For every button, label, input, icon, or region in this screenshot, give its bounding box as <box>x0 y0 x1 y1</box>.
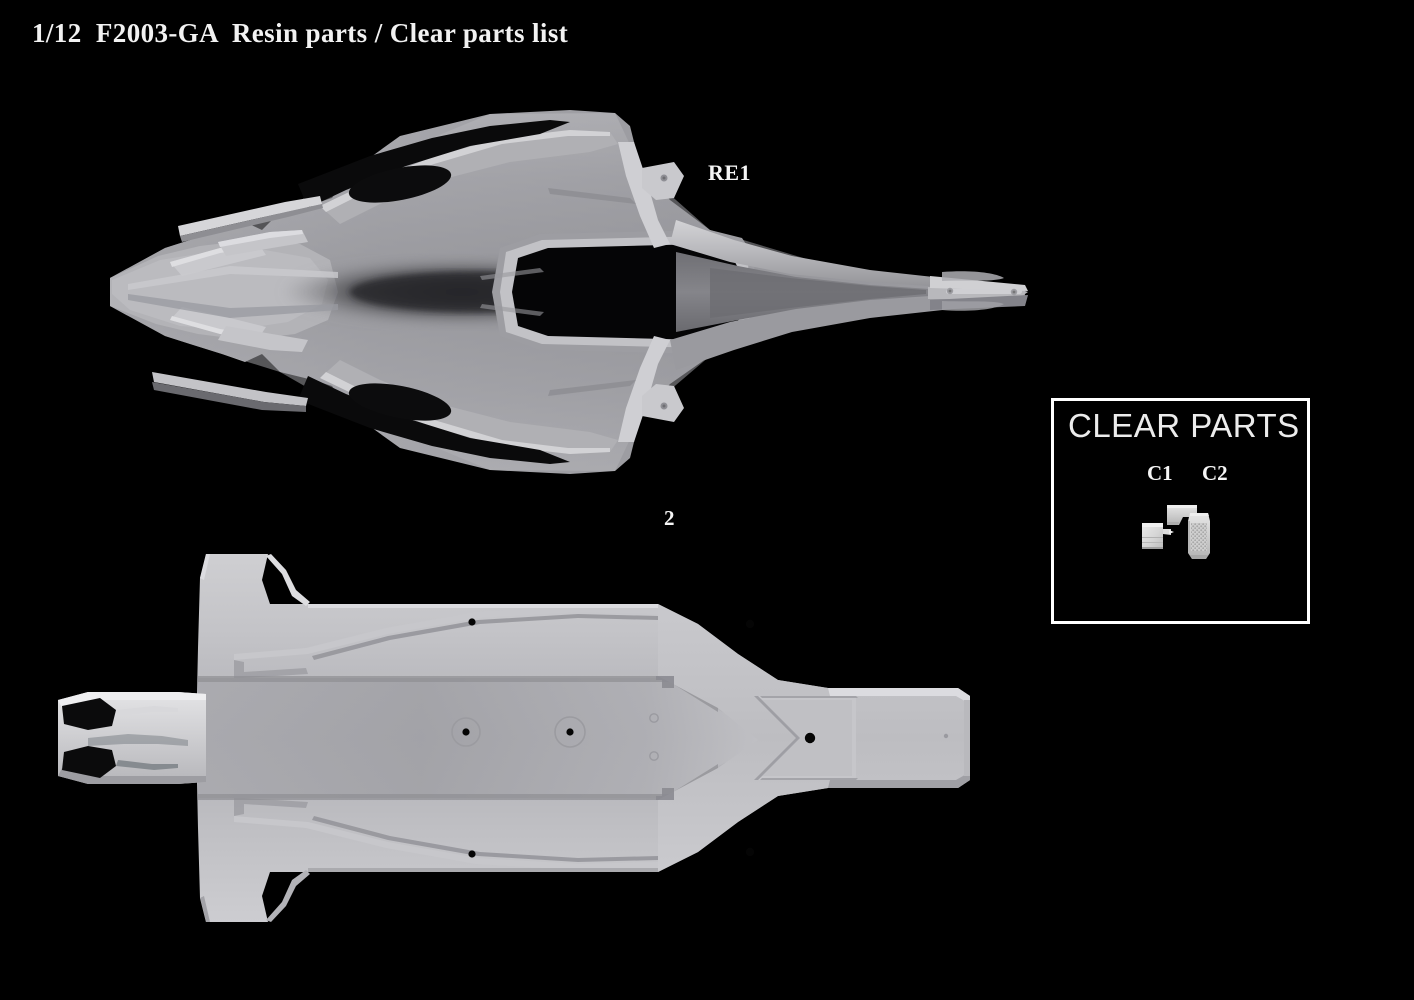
part-label-re1: RE1 <box>708 160 752 185</box>
clear-parts-photo <box>1140 501 1228 563</box>
page-title: 1/12 F2003-GA Resin parts / Clear parts … <box>32 18 569 48</box>
clear-parts-heading: CLEAR PARTS <box>1068 407 1300 444</box>
clear-parts-panel: CLEAR PARTS C1 C2 <box>1051 398 1310 624</box>
resin-part-2-photo <box>58 528 1008 948</box>
resin-part-re1-photo <box>70 80 1030 480</box>
clear-part-label-c1: C1 <box>1147 461 1173 485</box>
part-label-2: 2 <box>664 506 675 530</box>
clear-part-label-c2: C2 <box>1202 461 1228 485</box>
